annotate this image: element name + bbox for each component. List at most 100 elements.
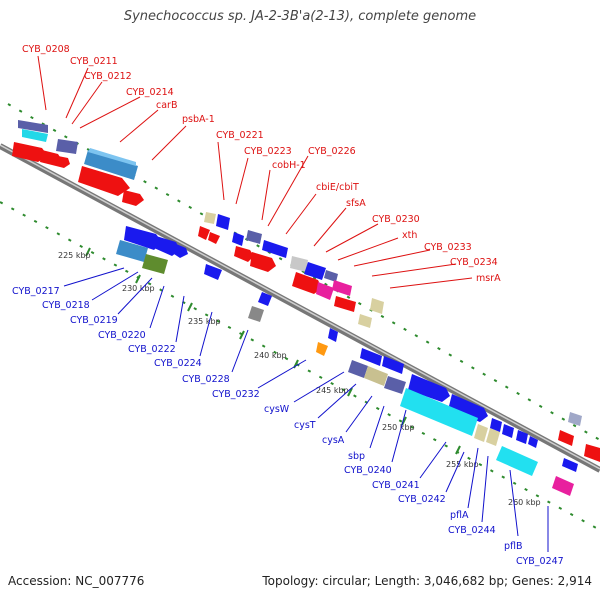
gene-label[interactable]: CYB_0219 [70, 315, 118, 326]
gene-label[interactable]: CYB_0242 [398, 494, 446, 505]
feature-arrow[interactable] [490, 418, 502, 432]
feature-block[interactable] [22, 129, 48, 142]
feature-arrow[interactable] [40, 150, 62, 166]
feature-block[interactable] [316, 282, 334, 300]
gene-label[interactable]: msrA [476, 273, 501, 284]
feature-block[interactable] [316, 342, 328, 356]
feature-block[interactable] [216, 214, 230, 230]
gene-label[interactable]: pflA [450, 510, 469, 521]
feature-block[interactable] [304, 262, 326, 280]
feature-arrow[interactable] [124, 226, 162, 250]
feature-arrow[interactable] [154, 236, 180, 256]
gene-label[interactable]: CYB_0212 [84, 71, 132, 82]
feature-arrow[interactable] [122, 190, 144, 206]
feature-arrow[interactable] [448, 394, 488, 422]
feature-block[interactable] [56, 139, 78, 154]
gene-label[interactable]: sbp [348, 451, 365, 462]
feature-arrow[interactable] [250, 252, 276, 272]
feature-arrow[interactable] [408, 374, 450, 402]
tick-label: 255 kbp [446, 460, 479, 469]
feature-block[interactable] [370, 298, 384, 314]
feature-block[interactable] [496, 446, 538, 476]
gene-label[interactable]: CYB_0241 [372, 480, 420, 491]
feature-arrow[interactable] [558, 430, 574, 446]
feature-arrow[interactable] [328, 328, 338, 342]
feature-block[interactable] [204, 264, 222, 280]
feature-block[interactable] [400, 388, 478, 436]
tick-label: 225 kbp [58, 251, 91, 260]
feature-block[interactable] [384, 376, 406, 394]
gene-label[interactable]: CYB_0230 [372, 214, 420, 225]
feature-block[interactable] [88, 148, 136, 166]
gene-label[interactable]: cysA [322, 435, 345, 446]
gene-label[interactable]: CYB_0218 [42, 300, 90, 311]
feature-block[interactable] [84, 150, 138, 180]
gene-label[interactable]: CYB_0240 [344, 465, 392, 476]
feature-arrow[interactable] [334, 296, 356, 312]
feature-arrow[interactable] [516, 430, 528, 444]
feature-arrow[interactable] [174, 244, 188, 258]
gene-label[interactable]: CYB_0234 [450, 257, 498, 268]
gene-label[interactable]: xth [402, 230, 417, 241]
gene-label[interactable]: CYB_0228 [182, 374, 230, 385]
feature-arrow[interactable] [584, 444, 600, 462]
reverse-gene-labels: CYB_0217 CYB_0218 CYB_0219 CYB_0220 CYB_… [12, 267, 564, 567]
feature-arrow[interactable] [56, 156, 70, 168]
feature-arrow[interactable] [562, 458, 578, 472]
feature-block[interactable] [248, 306, 264, 322]
feature-arrow[interactable] [234, 246, 254, 262]
feature-block[interactable] [324, 270, 338, 282]
feature-arrow[interactable] [198, 226, 210, 240]
gene-label[interactable]: CYB_0220 [98, 330, 146, 341]
feature-arrow[interactable] [382, 356, 404, 374]
feature-arrow[interactable] [12, 142, 48, 162]
track-guides [0, 103, 600, 531]
gene-label[interactable]: cysW [264, 404, 290, 415]
gene-label[interactable]: CYB_0223 [244, 146, 292, 157]
feature-block[interactable] [290, 256, 308, 272]
feature-arrow[interactable] [528, 436, 538, 448]
feature-block[interactable] [332, 280, 352, 296]
feature-block[interactable] [474, 424, 488, 442]
gene-label[interactable]: pflB [504, 541, 523, 552]
gene-label[interactable]: CYB_0244 [448, 525, 496, 536]
tick-label: 240 kbp [254, 351, 287, 360]
feature-block[interactable] [348, 360, 368, 378]
gene-label[interactable]: psbA-1 [182, 114, 215, 125]
feature-block[interactable] [262, 240, 288, 258]
feature-block[interactable] [358, 314, 372, 328]
feature-block[interactable] [116, 240, 148, 262]
gene-label[interactable]: CYB_0221 [216, 130, 264, 141]
gene-label[interactable]: CYB_0208 [22, 44, 70, 55]
gene-label[interactable]: CYB_0247 [516, 556, 564, 567]
feature-block[interactable] [232, 232, 244, 246]
feature-block[interactable] [486, 428, 500, 446]
gene-label[interactable]: CYB_0232 [212, 389, 260, 400]
feature-block[interactable] [364, 366, 388, 386]
gene-label[interactable]: cysT [294, 420, 316, 431]
feature-arrow[interactable] [502, 424, 514, 438]
feature-arrow[interactable] [208, 232, 220, 244]
feature-arrow[interactable] [78, 166, 130, 196]
feature-block[interactable] [204, 212, 216, 224]
feature-block[interactable] [142, 254, 168, 274]
gene-label[interactable]: CYB_0222 [128, 344, 176, 355]
gene-label[interactable]: CYB_0233 [424, 242, 472, 253]
gene-label[interactable]: CYB_0217 [12, 286, 60, 297]
gene-label[interactable]: CYB_0214 [126, 87, 174, 98]
gene-label[interactable]: CYB_0211 [70, 56, 118, 67]
gene-label[interactable]: sfsA [346, 198, 366, 209]
feature-block[interactable] [552, 476, 574, 496]
feature-arrow[interactable] [360, 348, 382, 366]
gene-label[interactable]: CYB_0226 [308, 146, 356, 157]
feature-block[interactable] [18, 120, 48, 133]
feature-arrow[interactable] [292, 272, 322, 294]
gene-label[interactable]: CYB_0224 [154, 358, 202, 369]
feature-block[interactable] [246, 230, 262, 244]
feature-block[interactable] [568, 412, 582, 426]
feature-arrow[interactable] [258, 292, 272, 306]
gene-label[interactable]: cobH-1 [272, 160, 306, 171]
gene-label[interactable]: cbiE/cbiT [316, 182, 359, 193]
reverse-strand-features [116, 226, 578, 496]
gene-label[interactable]: carB [156, 100, 177, 111]
